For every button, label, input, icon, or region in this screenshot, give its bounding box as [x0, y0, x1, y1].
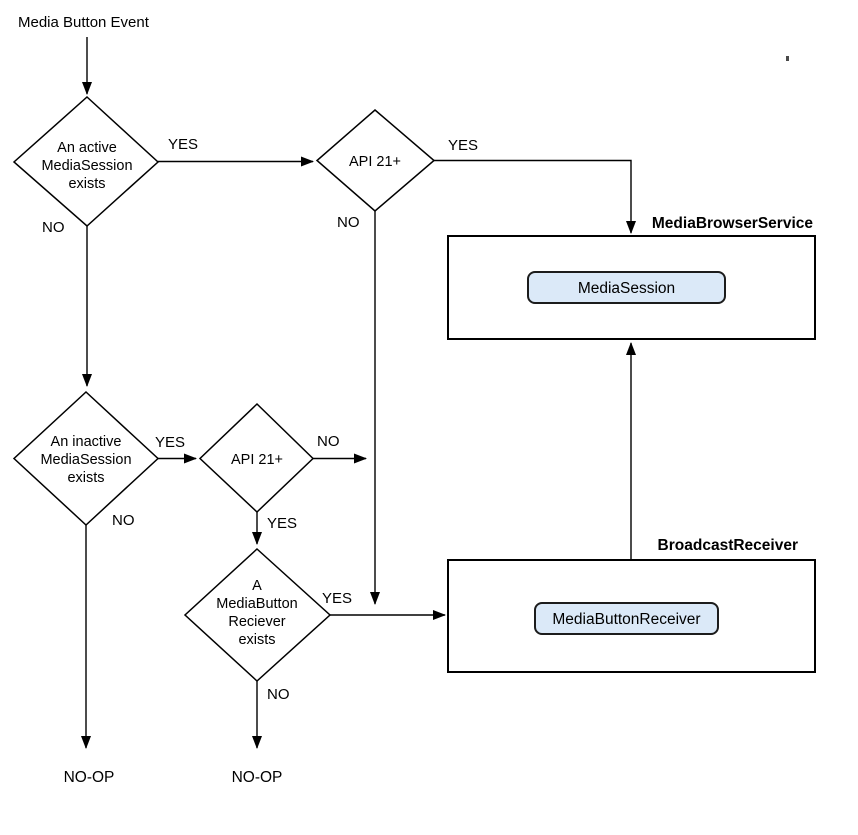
mediasession-box	[527, 271, 726, 304]
mediabrowserservice-title: MediaBrowserService	[652, 215, 813, 232]
edge-label-inactive-no: NO	[112, 512, 135, 529]
decision-mediabutton-receiver-line1: A	[252, 578, 262, 594]
edge-label-receiver-no: NO	[267, 686, 290, 703]
decision-mediabutton-receiver-line2: MediaButton	[216, 596, 297, 612]
broadcastreceiver-title: BroadcastReceiver	[658, 537, 798, 554]
decision-inactive-session-line2: MediaSession	[40, 452, 131, 468]
decision-mediabutton-receiver-line3: Reciever	[228, 614, 285, 630]
decision-active-session-line1: An active	[57, 140, 117, 156]
mediabuttonreceiver-box	[534, 602, 719, 635]
decision-api21-top-label: API 21+	[349, 154, 401, 170]
stray-mark	[786, 56, 789, 61]
edge-api21-top-yes-to-mediabrowserservice	[434, 159, 636, 234]
decision-active-session-line2: MediaSession	[41, 158, 132, 174]
decision-active-session-line3: exists	[68, 176, 105, 192]
noop-right-label: NO-OP	[232, 769, 283, 786]
edge-label-api21-top-no: NO	[337, 214, 360, 231]
decision-api21-mid-label: API 21+	[231, 452, 283, 468]
start-label: Media Button Event	[18, 14, 150, 31]
edge-label-api21-top-yes: YES	[448, 137, 478, 154]
edge-label-api21-mid-yes: YES	[267, 515, 297, 532]
edge-label-inactive-yes: YES	[155, 434, 185, 451]
mediasession-label: MediaSession	[578, 280, 675, 297]
decision-mediabutton-receiver-line4: exists	[238, 632, 275, 648]
edge-label-api21-mid-no: NO	[317, 433, 340, 450]
edge-label-receiver-yes: YES	[322, 590, 352, 607]
noop-left-label: NO-OP	[64, 769, 115, 786]
decision-inactive-session-line1: An inactive	[51, 434, 122, 450]
mediabuttonreceiver-label: MediaButtonReceiver	[552, 611, 700, 628]
edge-label-active-no: NO	[42, 219, 65, 236]
decision-inactive-session-line3: exists	[67, 470, 104, 486]
edge-label-active-yes: YES	[168, 136, 198, 153]
